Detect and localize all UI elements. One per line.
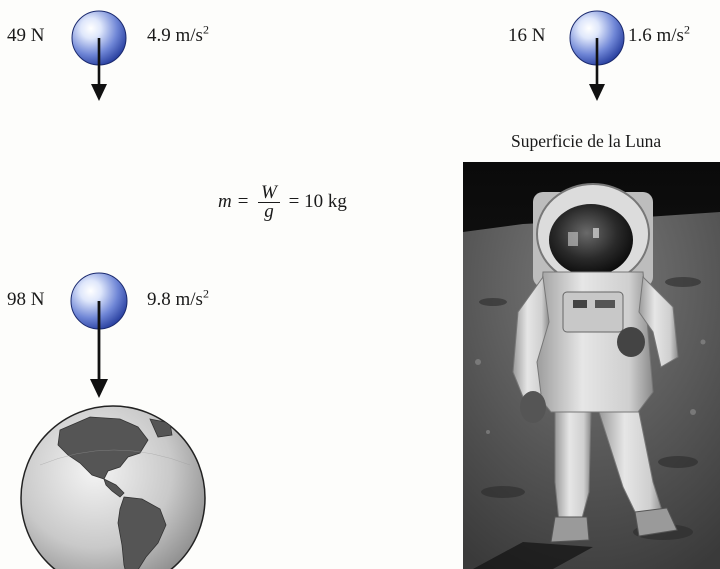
formula-rhs: = 10 kg [289, 191, 347, 212]
formula-fraction: W g [258, 184, 280, 221]
earth-globe-icon [20, 405, 210, 569]
mass-ball-icon [70, 272, 130, 402]
astronaut-photo [463, 162, 720, 569]
mass-formula: m = W g = 10 kg [218, 184, 347, 221]
moon-surface-caption: Superficie de la Luna [511, 131, 661, 152]
accel-label-top-right: 1.6 m/s2 [628, 25, 690, 47]
mass-ball-icon [70, 10, 130, 102]
accel-label-top-left: 4.9 m/s2 [147, 25, 209, 47]
formula-lhs: m = [218, 191, 249, 212]
weight-label-bottom-left: 98 N [7, 289, 44, 311]
weight-label-top-right: 16 N [508, 25, 545, 47]
accel-label-bottom-left: 9.8 m/s2 [147, 289, 209, 311]
mass-ball-icon [568, 10, 628, 102]
formula-denominator: g [258, 203, 280, 221]
weight-label-top-left: 49 N [7, 25, 44, 47]
